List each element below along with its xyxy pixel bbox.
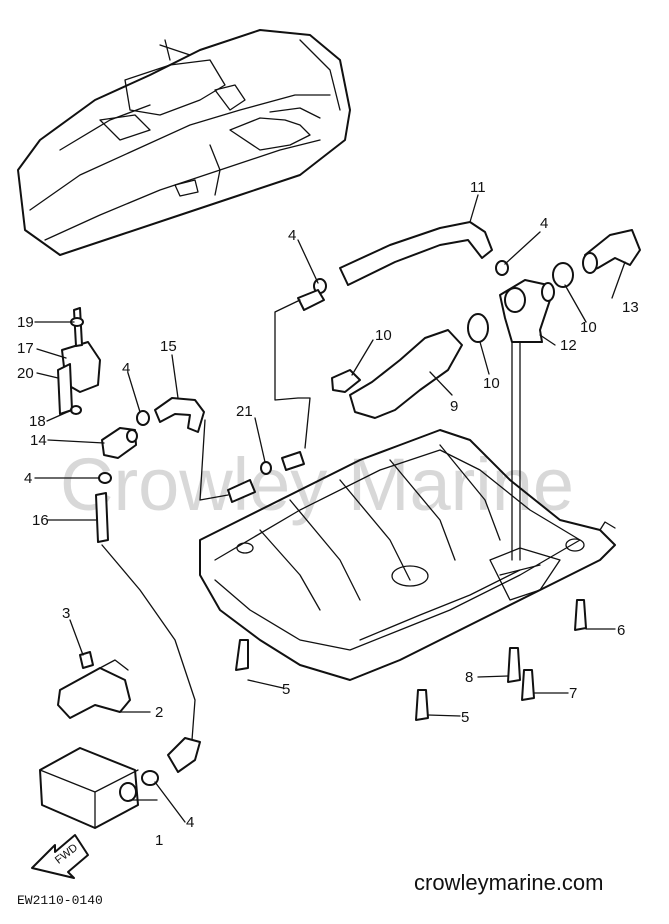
water-box-1 <box>39 747 139 829</box>
pipe-21 <box>281 451 305 471</box>
callout-6: 6 <box>617 622 625 639</box>
leader-lines <box>34 194 626 823</box>
bolt-6 <box>574 599 587 631</box>
plate-20 <box>57 363 73 415</box>
callout-4-lower: 4 <box>24 470 32 487</box>
callout-5-right: 5 <box>461 709 469 726</box>
hose-16 <box>95 492 109 543</box>
clamp-10-hose <box>331 369 361 393</box>
hose-9 <box>349 329 463 419</box>
hose-15 <box>154 397 205 433</box>
callout-10-right: 10 <box>580 319 597 336</box>
callout-19: 19 <box>17 314 34 331</box>
callout-10-left: 10 <box>375 327 392 344</box>
callout-labels: 11 4 4 13 10 12 10 10 9 21 15 4 19 17 20… <box>17 179 639 849</box>
callout-4-right: 4 <box>540 215 548 232</box>
footer-code: EW2110-0140 <box>17 893 103 908</box>
callout-7: 7 <box>569 685 577 702</box>
bolt-5-a <box>235 639 249 671</box>
callout-2: 2 <box>155 704 163 721</box>
clamp-4-lower <box>98 472 112 484</box>
website-label: crowleymarine.com <box>414 870 604 895</box>
callout-8: 8 <box>465 669 473 686</box>
bracket-2 <box>57 667 131 719</box>
callout-13: 13 <box>622 299 639 316</box>
bolt-7 <box>521 669 535 701</box>
callout-15: 15 <box>160 338 177 355</box>
callout-9: 9 <box>450 398 458 415</box>
hose-11 <box>339 221 493 286</box>
callout-5-left: 5 <box>282 681 290 698</box>
callout-14: 14 <box>30 432 47 449</box>
callout-12: 12 <box>560 337 577 354</box>
callout-1: 1 <box>155 832 163 849</box>
callout-18: 18 <box>29 413 46 430</box>
callout-4-top: 4 <box>288 227 296 244</box>
callout-21: 21 <box>236 403 253 420</box>
watercraft-overview <box>17 29 351 256</box>
bolt-3 <box>79 651 94 669</box>
callout-4-left: 4 <box>122 360 130 377</box>
callout-17: 17 <box>17 340 34 357</box>
callout-10-mid: 10 <box>483 375 500 392</box>
callout-3: 3 <box>62 605 70 622</box>
callout-4-bottom: 4 <box>186 814 194 831</box>
callout-16: 16 <box>32 512 49 529</box>
clamp-4-left <box>136 410 150 426</box>
clamp-4-bottom <box>141 770 159 786</box>
bolt-5-b <box>415 689 429 721</box>
watermark: Crowley Marine <box>60 443 574 526</box>
knob-19 <box>73 307 83 347</box>
clamp-10-a <box>467 313 489 343</box>
callout-20: 20 <box>17 365 34 382</box>
intake-grate-plate <box>199 429 616 681</box>
fwd-arrow: FWD <box>31 834 89 879</box>
clamp-10-b <box>552 262 574 288</box>
bolt-8 <box>507 647 521 683</box>
callout-11: 11 <box>470 179 486 196</box>
